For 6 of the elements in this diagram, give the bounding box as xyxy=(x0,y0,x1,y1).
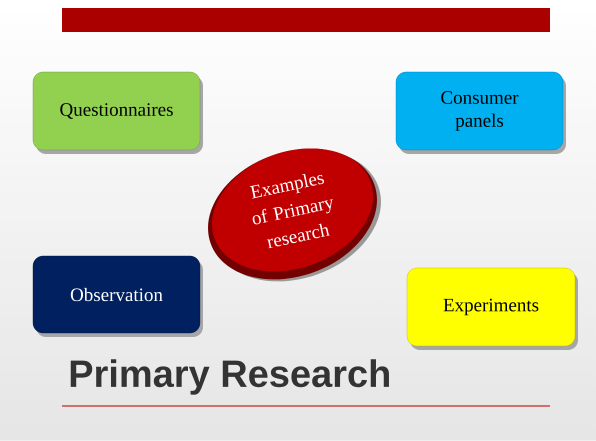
rounded-box: Observation xyxy=(32,256,203,337)
disc: Examples of Primary research xyxy=(208,148,381,282)
rounded-box: Experiments xyxy=(406,268,578,350)
heading: Primary Research xyxy=(70,359,389,395)
rounded-box: Consumer panels xyxy=(396,72,566,154)
rounded-box: Questionnaires xyxy=(32,72,203,154)
